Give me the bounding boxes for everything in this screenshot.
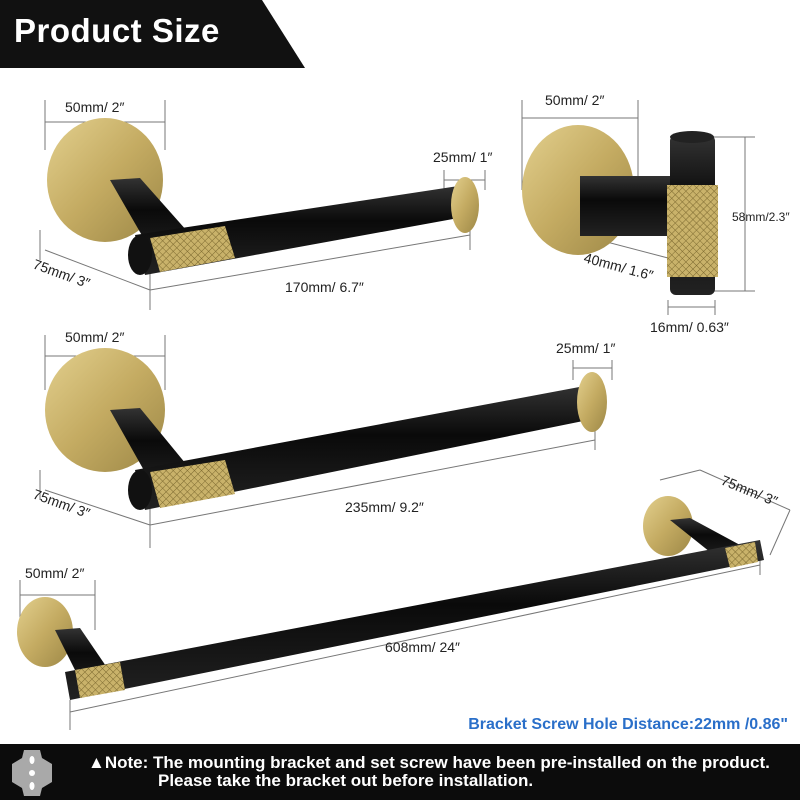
dimension-lines: [19, 100, 791, 730]
paper-holder-drawing: [47, 118, 479, 275]
towel-bar-drawing: [17, 496, 764, 700]
page-title: Product Size: [14, 12, 220, 49]
dim-label: 50mm/ 2″: [25, 565, 84, 581]
mounting-bracket-icon: [12, 750, 52, 796]
screw-hole-distance: Bracket Screw Hole Distance:22mm /0.86": [468, 716, 788, 733]
note-line-1: ▲Note: The mounting bracket and set scre…: [88, 753, 770, 772]
dim-label: 50mm/ 2″: [545, 92, 604, 108]
dim-label: 75mm/ 3″: [719, 472, 780, 509]
dim-label: 75mm/ 3″: [31, 256, 92, 291]
note-line-2: Please take the bracket out before insta…: [158, 771, 534, 790]
dim-label: 235mm/ 9.2″: [345, 499, 424, 515]
footer-note-bar: ▲Note: The mounting bracket and set scre…: [0, 744, 800, 800]
dim-label: 170mm/ 6.7″: [285, 279, 364, 295]
dim-label: 58mm/2.3″: [732, 210, 790, 224]
header-banner: Product Size: [0, 0, 305, 68]
dim-label: 608mm/ 24″: [385, 639, 460, 655]
dim-label: 50mm/ 2″: [65, 329, 124, 345]
robe-hook-drawing: [522, 125, 718, 295]
dim-label: 75mm/ 3″: [31, 486, 92, 521]
installation-note: ▲Note: The mounting bracket and set scre…: [88, 754, 770, 790]
dim-label: 40mm/ 1.6″: [582, 249, 655, 283]
towel-holder-drawing: [45, 348, 607, 510]
dim-label: 25mm/ 1″: [433, 149, 492, 165]
dim-label: 16mm/ 0.63″: [650, 319, 729, 335]
dim-label: 50mm/ 2″: [65, 99, 124, 115]
dim-label: 25mm/ 1″: [556, 340, 615, 356]
